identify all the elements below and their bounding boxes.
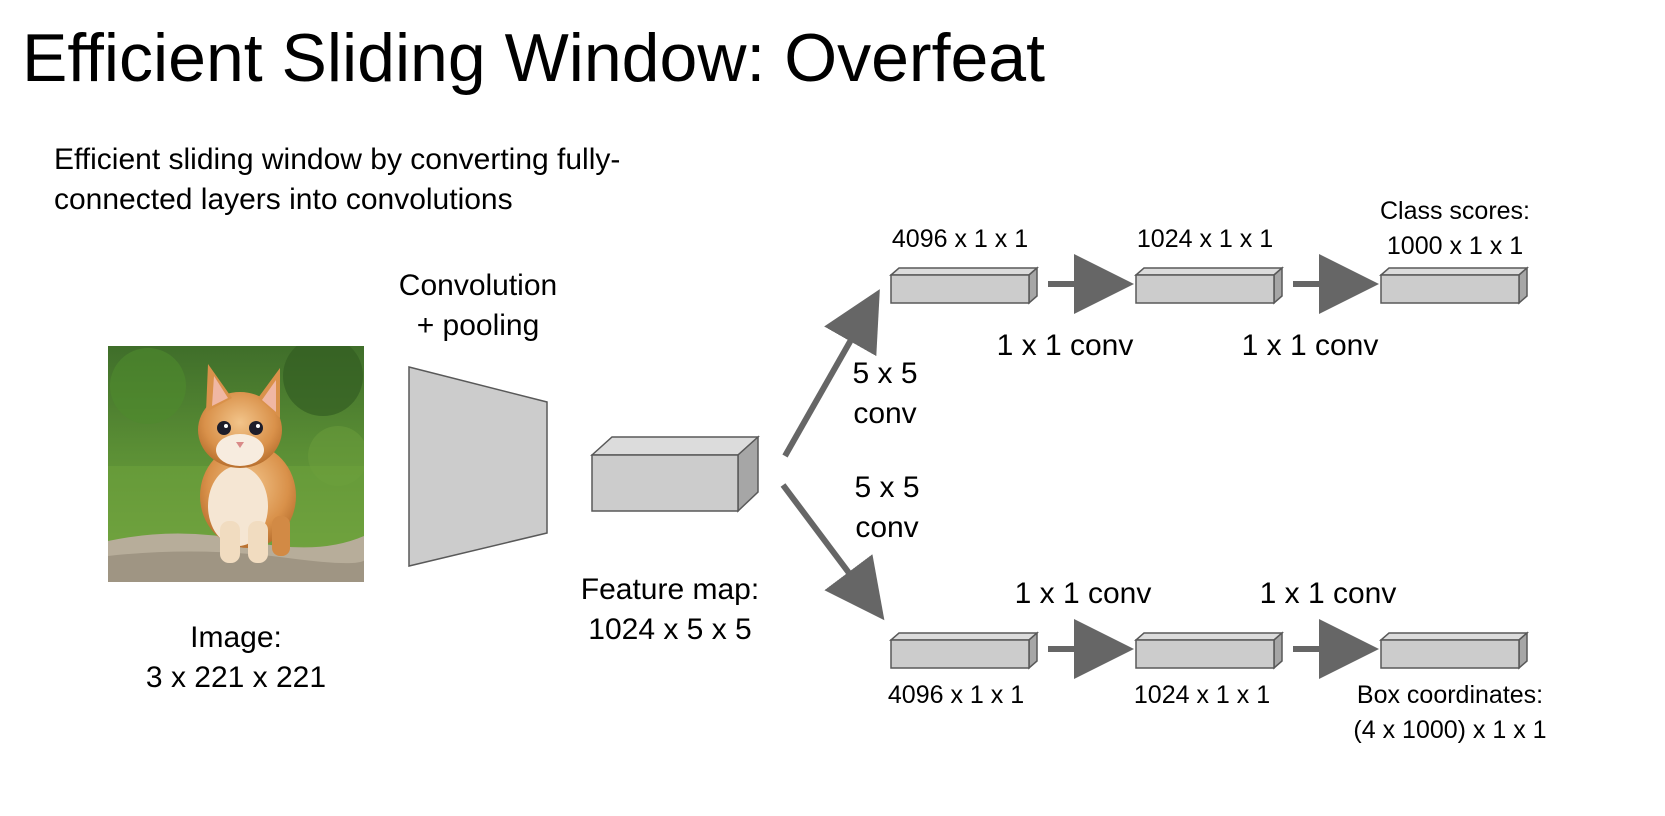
image-label: Image: 3 x 221 x 221 bbox=[116, 618, 356, 698]
bottom-box-1024 bbox=[1134, 631, 1284, 670]
bottom-box2-label: 1024 x 1 x 1 bbox=[1133, 681, 1271, 709]
image-label-line-2: 3 x 221 x 221 bbox=[145, 661, 327, 694]
box-coordinates-line-2: (4 x 1000) x 1 x 1 bbox=[1353, 716, 1547, 744]
bottom-box-box-coordinates bbox=[1379, 631, 1529, 670]
top-5x5-line-1: 5 x 5 bbox=[852, 357, 918, 390]
feature-map-line-2: 1024 x 5 x 5 bbox=[588, 613, 752, 646]
top-1x1-conv-2: 1 x 1 conv bbox=[1241, 329, 1379, 362]
conv-pool-label: Convolution + pooling bbox=[368, 266, 588, 346]
top-box1-label: 4096 x 1 x 1 bbox=[891, 225, 1029, 253]
top-1x1-conv-1: 1 x 1 conv bbox=[996, 329, 1134, 362]
conv-pool-line-2: + pooling bbox=[416, 309, 540, 342]
bottom-1x1-conv-2: 1 x 1 conv bbox=[1259, 577, 1397, 610]
top-box-class-scores bbox=[1379, 266, 1529, 305]
top-box2-label: 1024 x 1 x 1 bbox=[1136, 225, 1274, 253]
conv-pool-line-1: Convolution bbox=[398, 269, 558, 302]
bottom-box-4096 bbox=[889, 631, 1039, 670]
slide-title: Efficient Sliding Window: Overfeat bbox=[22, 20, 1045, 96]
conv-pool-trapezoid bbox=[408, 366, 548, 567]
top-branch-arrow bbox=[782, 289, 880, 458]
feature-map-box bbox=[590, 435, 760, 513]
class-scores-line-2: 1000 x 1 x 1 bbox=[1386, 232, 1524, 260]
top-5x5-line-2: conv bbox=[853, 397, 917, 430]
top-box-1024 bbox=[1134, 266, 1284, 305]
bottom-box1-label: 4096 x 1 x 1 bbox=[887, 681, 1025, 709]
bottom-5x5-conv-label: 5 x 5 conv bbox=[832, 468, 942, 548]
subtitle-line-2: connected layers into convolutions bbox=[54, 183, 513, 216]
bottom-1x1-conv-1: 1 x 1 conv bbox=[1014, 577, 1152, 610]
top-box-4096 bbox=[889, 266, 1039, 305]
slide-subtitle: Efficient sliding window by converting f… bbox=[54, 140, 620, 220]
box-coordinates-label: Box coordinates: (4 x 1000) x 1 x 1 bbox=[1320, 678, 1580, 748]
class-scores-line-1: Class scores: bbox=[1379, 197, 1531, 225]
box-coordinates-line-1: Box coordinates: bbox=[1356, 681, 1544, 709]
bottom-5x5-line-1: 5 x 5 bbox=[854, 471, 920, 504]
subtitle-line-1: Efficient sliding window by converting f… bbox=[54, 143, 621, 176]
class-scores-label: Class scores: 1000 x 1 x 1 bbox=[1340, 194, 1570, 264]
image-label-line-1: Image: bbox=[190, 621, 282, 654]
kitten-image bbox=[108, 346, 364, 582]
feature-map-line-1: Feature map: bbox=[580, 573, 760, 606]
bottom-5x5-line-2: conv bbox=[855, 511, 919, 544]
top-5x5-conv-label: 5 x 5 conv bbox=[830, 354, 940, 434]
bottom-branch-arrow bbox=[780, 483, 885, 621]
feature-map-label: Feature map: 1024 x 5 x 5 bbox=[560, 570, 780, 650]
